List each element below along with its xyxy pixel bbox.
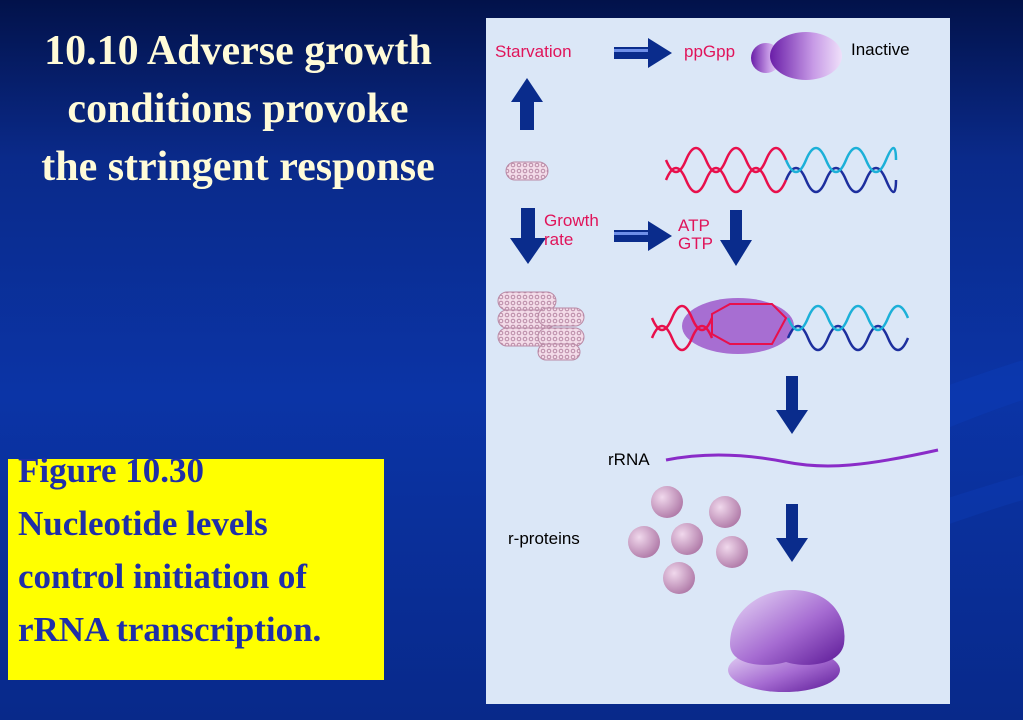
label-growth: Growth (544, 211, 599, 230)
label-inactive: Inactive (851, 40, 910, 59)
arrow-right-2 (614, 221, 672, 251)
ribosome-stack (497, 291, 585, 361)
label-rproteins: r-proteins (508, 529, 580, 548)
label-rate: rate (544, 230, 573, 249)
label-starvation: Starvation (495, 42, 572, 61)
assembled-ribosome (728, 590, 845, 692)
label-gtp: GTP (678, 234, 713, 253)
label-atp: ATP (678, 216, 710, 235)
inactive-polymerase (751, 32, 842, 80)
figure-caption: Figure 10.30 Nucleotide levels control i… (18, 451, 322, 649)
arrow-right-1 (614, 38, 672, 68)
label-ppgpp: ppGpp (684, 42, 735, 61)
arrow-down-4 (776, 504, 808, 562)
r-protein-spheres (628, 486, 748, 594)
slide-title: 10.10 Adverse growth conditions provoke … (41, 28, 435, 190)
rrna-strand (665, 448, 939, 468)
dna-helix-1 (664, 146, 898, 194)
dna-helix-initiation (650, 298, 910, 354)
label-rrna: rRNA (608, 450, 650, 469)
caption-box (8, 459, 384, 680)
arrow-down-3 (776, 376, 808, 434)
arrow-down-2 (720, 210, 752, 266)
arrow-up (511, 78, 543, 130)
arrow-down-1 (510, 208, 546, 264)
single-ribosome (505, 161, 549, 181)
diagram-panel: Starvation ppGpp Inactive (486, 18, 950, 704)
